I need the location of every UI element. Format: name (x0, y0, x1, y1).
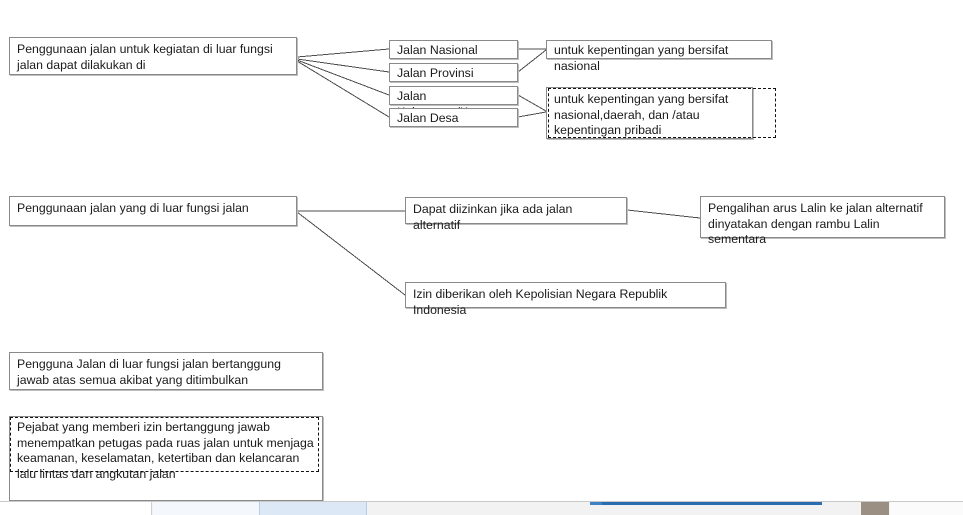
node-jalan-nasional-label: Jalan Nasional (397, 43, 478, 57)
node-jalan-desa[interactable]: Jalan Desa (389, 108, 518, 127)
node-root-penggunaan[interactable]: Penggunaan jalan untuk kegiatan di luar … (9, 37, 297, 75)
node-izin-kepolisian-label: Izin diberikan oleh Kepolisian Negara Re… (413, 287, 668, 317)
node-kepentingan-nasional[interactable]: untuk kepentingan yang bersifat nasional (546, 40, 772, 73)
node-penggunaan-di-luar-fungsi[interactable]: Penggunaan jalan yang di luar fungsi jal… (9, 196, 297, 226)
node-jalan-kabupaten-kota[interactable]: Jalan Kabupaten/Kota (389, 86, 518, 119)
node-jalan-nasional[interactable]: Jalan Nasional (389, 40, 518, 59)
node-kepentingan-nasional-daerah-pribadi[interactable]: untuk kepentingan yang bersifat nasional… (546, 87, 753, 139)
node-pejabat-memberi-izin-label: Pejabat yang memberi izin bertanggung ja… (17, 420, 314, 481)
chrome-segment-b[interactable] (153, 502, 259, 515)
node-dapat-diizinkan-label: Dapat diizinkan jika ada jalan alternati… (413, 202, 573, 232)
edge-provinsi-to-kepentingan-nasional (517, 49, 547, 73)
edge-penggunaan-to-izin-kepolisian (296, 211, 406, 296)
node-pengguna-jalan-tanggung-jawab-label: Pengguna Jalan di luar fungsi jalan bert… (17, 357, 281, 387)
chrome-color-swatch[interactable] (861, 502, 889, 515)
node-kepentingan-nasional-daerah-pribadi-label: untuk kepentingan yang bersifat nasional… (554, 92, 729, 137)
chrome-segment-active-tab[interactable] (259, 502, 367, 515)
node-pengguna-jalan-tanggung-jawab[interactable]: Pengguna Jalan di luar fungsi jalan bert… (9, 352, 323, 390)
chrome-segment-a[interactable] (0, 502, 152, 515)
edge-desa-to-kepentingan-gabungan (517, 111, 547, 118)
node-jalan-provinsi[interactable]: Jalan Provinsi (389, 63, 518, 82)
node-izin-kepolisian[interactable]: Izin diberikan oleh Kepolisian Negara Re… (405, 282, 726, 317)
node-pengalihan-arus[interactable]: Pengalihan arus Lalin ke jalan alternati… (700, 196, 945, 246)
node-pengalihan-arus-label: Pengalihan arus Lalin ke jalan alternati… (708, 201, 923, 246)
chrome-accent-bar-secondary (590, 502, 602, 505)
edge-root-to-jalan-kabupaten-kota (296, 59, 390, 96)
node-penggunaan-di-luar-fungsi-label: Penggunaan jalan yang di luar fungsi jal… (17, 201, 249, 215)
chrome-segment-blank (890, 502, 963, 515)
edge-kabupaten-to-kepentingan-gabungan (517, 94, 547, 112)
edge-root-to-jalan-desa (296, 60, 390, 118)
node-pejabat-memberi-izin[interactable]: Pejabat yang memberi izin bertanggung ja… (9, 416, 323, 501)
diagram-canvas[interactable]: Penggunaan jalan untuk kegiatan di luar … (0, 0, 963, 501)
node-dapat-diizinkan[interactable]: Dapat diizinkan jika ada jalan alternati… (405, 197, 627, 232)
edge-root-to-jalan-provinsi (296, 58, 390, 73)
chrome-accent-bar (602, 502, 822, 505)
chrome-segment-d[interactable] (368, 502, 860, 515)
edge-dapat-diizinkan-to-pengalihan-arus (626, 209, 701, 219)
bottom-chrome-strip (0, 501, 963, 515)
node-jalan-desa-label: Jalan Desa (397, 111, 459, 125)
node-kepentingan-nasional-label: untuk kepentingan yang bersifat nasional (554, 43, 729, 73)
edge-root-to-jalan-nasional (296, 48, 390, 58)
node-jalan-provinsi-label: Jalan Provinsi (397, 66, 474, 80)
node-root-penggunaan-label: Penggunaan jalan untuk kegiatan di luar … (17, 42, 273, 72)
